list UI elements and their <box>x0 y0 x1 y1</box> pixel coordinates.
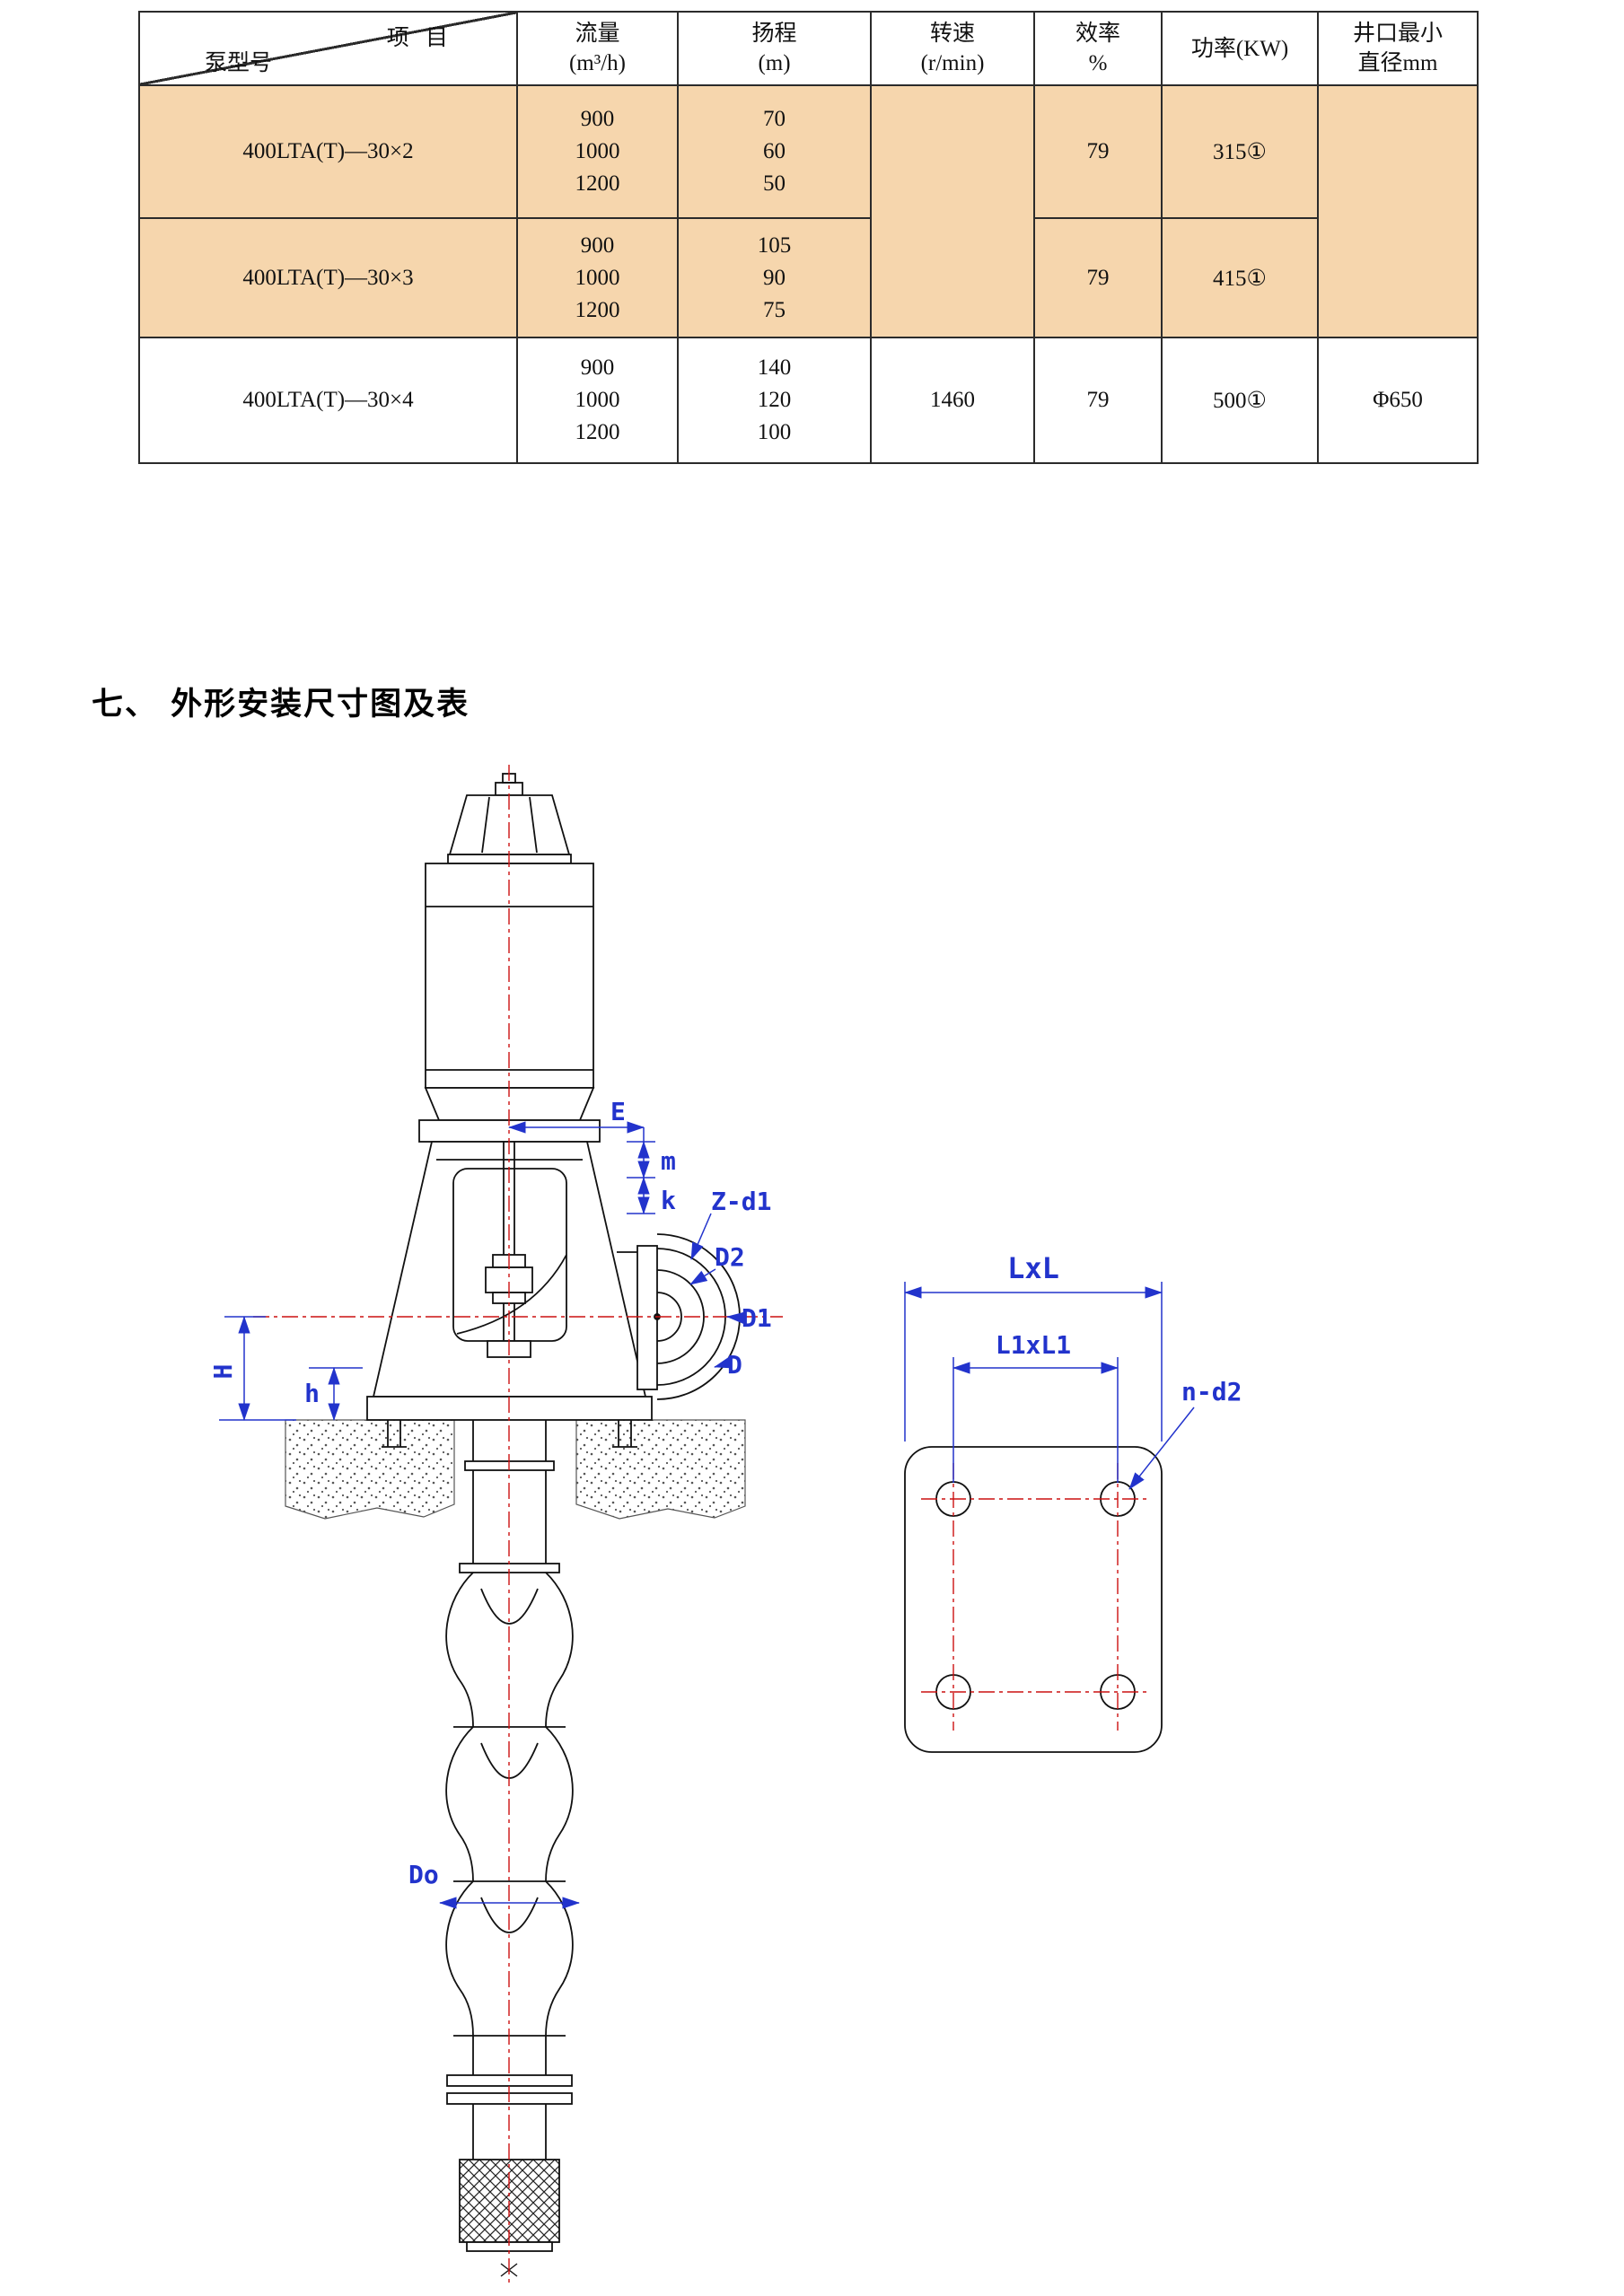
cell-head: 140 120 100 <box>677 337 872 464</box>
cell-flow: 900 1000 1200 <box>516 84 679 219</box>
cell-speed-merged <box>870 84 1035 338</box>
flange-plan-centerlines <box>921 1463 1151 1731</box>
dim-label-m: m <box>661 1146 676 1176</box>
cell-efficiency: 79 <box>1033 84 1163 219</box>
centerlines <box>253 765 1151 2285</box>
cell-head: 70 60 50 <box>677 84 872 219</box>
foundation-left <box>285 1419 455 1520</box>
dimension-lines <box>219 1121 1195 1909</box>
cell-model: 400LTA(T)—30×3 <box>138 217 518 338</box>
cell-model: 400LTA(T)—30×2 <box>138 84 518 219</box>
dim-label-D: D <box>727 1350 742 1380</box>
diagonal-header-cell: 项 目 泵型号 <box>138 11 518 86</box>
dim-label-D2: D2 <box>715 1242 745 1272</box>
dim-label-h: h <box>304 1379 320 1408</box>
dim-label-Z-d1: Z-d1 <box>711 1187 771 1216</box>
pump-spec-table: 项 目 泵型号 流量 (m³/h) 扬程 (m) 转速 (r/min) 效率 %… <box>138 11 1479 464</box>
col-header-wellhead: 井口最小 直径mm <box>1317 11 1479 86</box>
dim-label-Do: Do <box>408 1860 439 1889</box>
table-row: 400LTA(T)—30×3 900 1000 1200 105 90 75 7… <box>138 217 1478 338</box>
dimension-labels: E m k Z-d1 D2 D1 D H h Do LxL L1xL1 n-d2 <box>208 1097 1242 1889</box>
dim-label-H: H <box>208 1364 238 1380</box>
col-header-speed: 转速 (r/min) <box>870 11 1035 86</box>
col-header-flow: 流量 (m³/h) <box>516 11 679 86</box>
cell-wellhead: Φ650 <box>1317 337 1479 464</box>
table-row: 400LTA(T)—30×2 900 1000 1200 70 60 50 79… <box>138 84 1479 338</box>
foundation-right <box>575 1419 746 1520</box>
cell-wellhead-merged <box>1317 84 1479 338</box>
section-heading: 七、 外形安装尺寸图及表 <box>92 687 470 723</box>
anchor-bolts <box>382 1420 637 1448</box>
cell-head: 105 90 75 <box>677 217 872 338</box>
cell-flow: 900 1000 1200 <box>516 337 679 464</box>
diagonal-header-model-label: 泵型号 <box>205 51 273 75</box>
diagonal-header-item-label: 项 目 <box>386 26 453 50</box>
shaft <box>503 1142 515 1341</box>
installation-drawing: E m k Z-d1 D2 D1 D H h Do LxL L1xL1 n-d2 <box>208 765 1242 2285</box>
cell-model: 400LTA(T)—30×4 <box>138 337 518 464</box>
cell-power: 500① <box>1161 337 1319 464</box>
table-row: 400LTA(T)—30×4 900 1000 1200 140 120 100… <box>138 337 1479 464</box>
dim-label-E: E <box>610 1097 626 1126</box>
col-header-power: 功率(KW) <box>1161 11 1319 86</box>
dim-label-D1: D1 <box>742 1303 772 1333</box>
pump-outline <box>285 773 1163 2277</box>
dim-label-LxL: LxL <box>1007 1251 1059 1285</box>
dim-label-k: k <box>661 1186 676 1215</box>
column-pipe <box>472 1420 547 1564</box>
col-header-efficiency: 效率 % <box>1033 11 1163 86</box>
dim-label-L1xL1: L1xL1 <box>996 1330 1071 1360</box>
table-header-row: 项 目 泵型号 流量 (m³/h) 扬程 (m) 转速 (r/min) 效率 %… <box>138 11 1479 86</box>
dim-label-n-d2: n-d2 <box>1181 1377 1242 1407</box>
cell-speed: 1460 <box>870 337 1035 464</box>
flange-plan <box>904 1446 1163 1753</box>
cell-power: 315① <box>1161 84 1319 219</box>
cell-flow: 900 1000 1200 <box>516 217 679 338</box>
cell-efficiency: 79 <box>1033 217 1163 338</box>
cell-power: 415① <box>1161 217 1319 338</box>
cell-efficiency: 79 <box>1033 337 1163 464</box>
flange-square <box>904 1446 1163 1753</box>
col-header-head: 扬程 (m) <box>677 11 872 86</box>
discharge-passage <box>456 1254 567 1335</box>
